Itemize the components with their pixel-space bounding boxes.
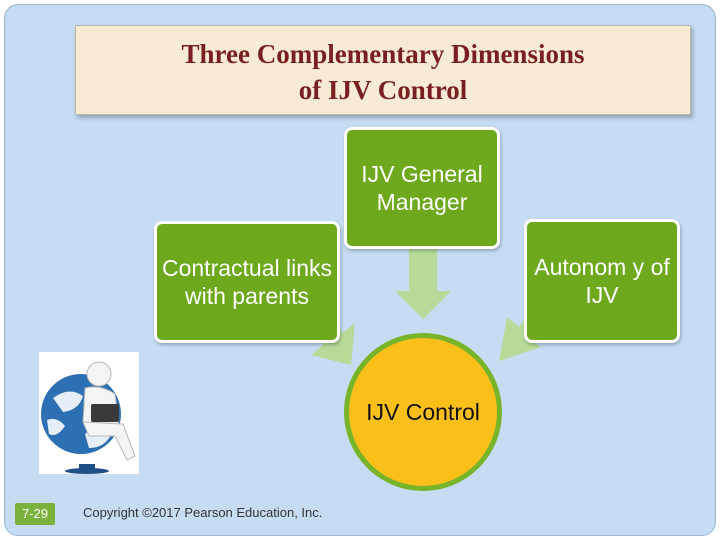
arrow-general-manager-to-control (395, 249, 451, 319)
box-autonomy-label: Autonom y of IJV (527, 253, 677, 309)
box-general-manager: IJV General Manager (344, 127, 500, 249)
circle-ijv-control-label: IJV Control (366, 398, 480, 426)
slide: Three Complementary Dimensions of IJV Co… (4, 4, 716, 536)
page-number-badge: 7-29 (15, 503, 55, 525)
box-general-manager-label: IJV General Manager (347, 160, 497, 216)
box-autonomy: Autonom y of IJV (524, 219, 680, 343)
circle-ijv-control: IJV Control (344, 333, 502, 491)
copyright-text: Copyright ©2017 Pearson Education, Inc. (83, 505, 322, 520)
person-with-laptop-on-globe-chair-icon (39, 352, 139, 474)
box-contractual-links-label: Contractual links with parents (157, 254, 337, 310)
box-contractual-links: Contractual links with parents (154, 221, 340, 343)
